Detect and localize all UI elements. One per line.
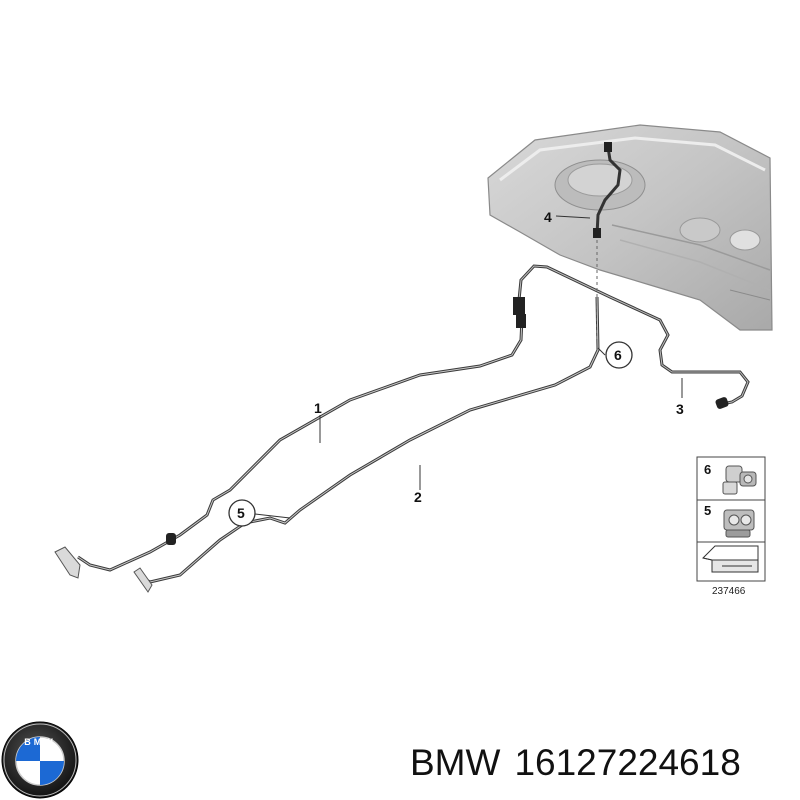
- caption-brand: BMW: [410, 742, 501, 783]
- callout-4: 4: [544, 209, 552, 225]
- pipe-holder-icon: [722, 465, 757, 495]
- fuel-tank: [487, 124, 773, 331]
- legend-box: 6 5 237466: [696, 456, 766, 597]
- callout-6-circle: 6: [605, 341, 633, 369]
- callout-1: 1: [314, 400, 322, 416]
- legend-number-5: 5: [704, 503, 711, 518]
- legend-row-6: 6: [704, 462, 757, 495]
- caption-part-number: 16127224618: [514, 742, 741, 783]
- hose-line-4: [593, 142, 622, 238]
- fuel-line-3: [513, 264, 750, 409]
- callout-5-circle: 5: [228, 499, 256, 527]
- leader-lines: [254, 215, 683, 519]
- diagram-number: 237466: [712, 586, 746, 597]
- part-caption: BMW 16127224618: [410, 735, 795, 791]
- svg-text:BMW: BMW: [24, 737, 56, 747]
- double-pipe-clip-icon: [723, 509, 755, 538]
- legend-row-5: 5: [704, 503, 755, 538]
- callout-6: 6: [614, 347, 622, 363]
- bmw-logo-icon: BMW: [1, 721, 79, 799]
- fuel-line-1: [54, 314, 526, 579]
- fuel-line-2: [133, 240, 600, 593]
- direction-arrow-icon: [702, 545, 759, 573]
- legend-number-6: 6: [704, 462, 711, 477]
- callout-5: 5: [237, 505, 245, 521]
- callout-3: 3: [676, 401, 684, 417]
- callout-2: 2: [414, 489, 422, 505]
